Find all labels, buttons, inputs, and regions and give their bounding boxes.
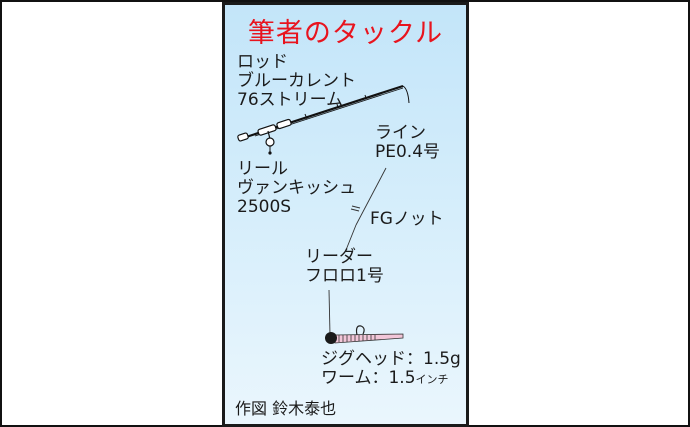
jighead-worm-icon: [325, 325, 404, 344]
tackle-illustration: [237, 84, 410, 344]
diagram-title: 筆者のタックル: [247, 18, 444, 49]
worm-unit: インチ: [415, 373, 449, 386]
reel-name-line1: ヴァンキッシュ: [237, 178, 356, 198]
line-spec: PE0.4号: [375, 142, 441, 162]
line-heading: ライン: [375, 123, 426, 143]
pe-line: [355, 167, 387, 226]
line-label: ライン PE0.4号: [375, 124, 440, 162]
leader-heading: リーダー: [305, 247, 373, 267]
reel-heading: リール: [237, 159, 288, 179]
worm-size: ワーム：1.5: [321, 368, 416, 388]
reel-label: リール ヴァンキッシュ 2500S: [237, 160, 356, 217]
leader-label: リーダー フロロ1号: [305, 248, 384, 286]
leader-line: [345, 224, 357, 251]
illustration-credit: 作図 鈴木泰也: [235, 399, 337, 418]
rod-name-line1: ブルーカレント: [237, 71, 356, 91]
knot-label: FGノット: [370, 210, 444, 229]
rod-heading: ロッド: [237, 52, 288, 72]
jighead-spec: ジグヘッド：1.5g: [321, 349, 461, 369]
rig-label: ジグヘッド：1.5g ワーム：1.5インチ: [321, 350, 461, 389]
worm-spec: ワーム：1.5インチ: [321, 369, 461, 389]
tackle-diagram-panel: 筆者のタックル: [222, 2, 469, 427]
rod-name-line2: 76ストリーム: [237, 90, 344, 110]
rod-icon: [237, 84, 410, 142]
rod-label: ロッド ブルーカレント 76ストリーム: [237, 53, 356, 110]
fg-knot-icon: [350, 205, 361, 212]
reel-name-line2: 2500S: [237, 197, 292, 217]
knot-text: FGノット: [370, 209, 444, 229]
leader-line-lower: [328, 289, 331, 336]
reel-icon: [265, 130, 275, 155]
leader-spec: フロロ1号: [305, 266, 384, 286]
